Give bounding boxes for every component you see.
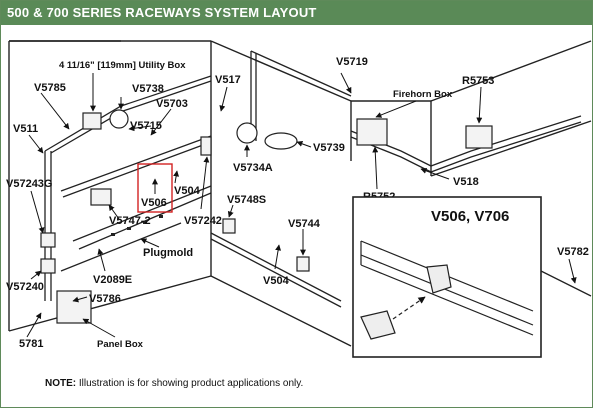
note-text: Illustration is for showing product appl… xyxy=(76,378,304,389)
room-walls xyxy=(8,40,592,347)
v5739-device-shape xyxy=(264,132,298,150)
label-plugmold: Plugmold xyxy=(143,247,193,259)
v5744-box-shape xyxy=(296,256,310,272)
label-v506: V506 xyxy=(141,197,167,209)
label-r5753: R5753 xyxy=(462,75,494,87)
note-prefix: NOTE: xyxy=(45,378,77,389)
v57242-box-shape xyxy=(200,136,212,156)
v5734a-device-shape xyxy=(236,122,258,144)
label-utility-box: 4 11/16" [119mm] Utility Box xyxy=(59,60,186,71)
label-v5782: V5782 xyxy=(557,246,589,258)
devices xyxy=(40,109,493,324)
v5748s-box-shape xyxy=(222,218,236,234)
label-v5785: V5785 xyxy=(34,82,66,94)
v5747-2-box-shape xyxy=(90,188,112,206)
v57243g-box-shape xyxy=(40,232,56,248)
raceway-layout-diagram: 4 11/16" [119mm] Utility Box V5785 V5738… xyxy=(6,40,592,358)
label-v517: V517 xyxy=(215,74,241,86)
r5753-device-shape xyxy=(465,125,493,149)
label-v5744: V5744 xyxy=(288,218,321,230)
v506-highlight-box xyxy=(137,163,173,213)
v57240-box-shape xyxy=(40,258,56,274)
label-v5786: V5786 xyxy=(89,293,121,305)
label-v5719: V5719 xyxy=(336,56,368,68)
label-v2089e: V2089E xyxy=(93,274,132,286)
plugmold-receptacles xyxy=(111,215,163,236)
label-v511: V511 xyxy=(13,123,38,135)
label-5781: 5781 xyxy=(19,338,43,350)
label-v5734a: V5734A xyxy=(233,162,273,174)
label-firehorn-box: Firehorn Box xyxy=(393,89,453,100)
label-v5748s: V5748S xyxy=(227,194,266,206)
label-v57243g: V57243G xyxy=(6,178,52,190)
firehorn-box-shape xyxy=(356,118,388,146)
label-v5747-2: V5747-2 xyxy=(109,215,151,227)
label-v5703: V5703 xyxy=(156,98,188,110)
label-v57242: V57242 xyxy=(184,215,222,227)
page-title: 500 & 700 SERIES RACEWAYS SYSTEM LAYOUT xyxy=(1,1,592,25)
panel-box-shape xyxy=(56,290,92,324)
label-panel-box: Panel Box xyxy=(97,339,144,350)
label-v504-a: V504 xyxy=(174,185,201,197)
inset-detail-panel: V506, V706 xyxy=(352,196,542,358)
leader-arrows xyxy=(26,72,577,338)
footer-note: NOTE: Illustration is for showing produc… xyxy=(45,378,303,389)
label-v5739: V5739 xyxy=(313,142,345,154)
label-v5738: V5738 xyxy=(132,83,164,95)
v5738-device-shape xyxy=(109,109,129,129)
label-v57240: V57240 xyxy=(6,281,44,293)
label-v518: V518 xyxy=(453,176,479,188)
inset-title: V506, V706 xyxy=(431,208,509,225)
label-v5715: V5715 xyxy=(130,120,162,132)
utility-box-shape xyxy=(82,112,102,130)
label-v504-b: V504 xyxy=(263,275,290,287)
